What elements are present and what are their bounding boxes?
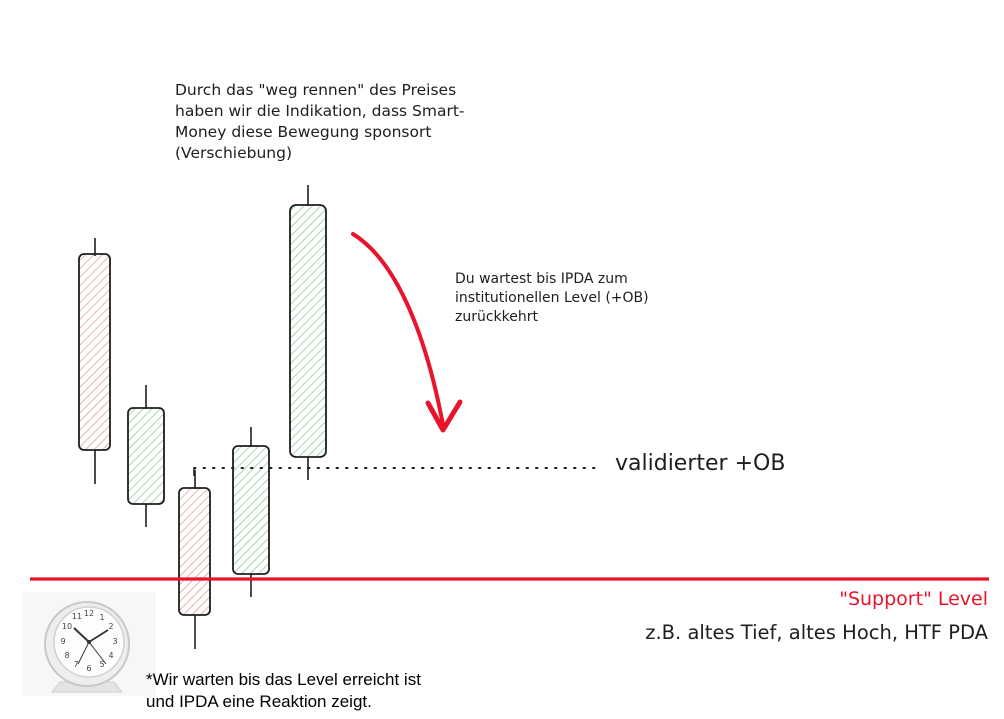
candle-2-bullish [127, 385, 165, 527]
curved-down-arrow-icon [351, 232, 463, 433]
displacement-note-line-4: (Verschiebung) [175, 144, 292, 162]
svg-text:9: 9 [60, 637, 65, 646]
svg-text:1: 1 [99, 613, 104, 622]
support-examples: z.B. altes Tief, altes Hoch, HTF PDA [645, 621, 988, 644]
svg-text:12: 12 [84, 609, 94, 618]
return-note-line-3: zurückkehrt [455, 309, 538, 325]
return-note-line-2: institutionellen Level (+OB) [455, 290, 649, 306]
svg-text:2: 2 [108, 622, 113, 631]
ob-label: validierter +OB [615, 451, 786, 476]
displacement-note-line-1: Durch das "weg rennen" des Preises [175, 81, 457, 99]
support-label: "Support" Level [839, 588, 988, 610]
footnote-line-2: und IPDA eine Reaktion zeigt. [146, 692, 372, 711]
candle-1-bearish [78, 238, 111, 484]
svg-text:6: 6 [86, 664, 91, 673]
svg-text:5: 5 [99, 660, 104, 669]
displacement-note-line-3: Money diese Bewegung sponsort [175, 123, 432, 141]
displacement-note-line-2: haben wir die Indikation, dass Smart- [175, 102, 465, 120]
return-note-line-1: Du wartest bis IPDA zum [455, 271, 628, 287]
return-note: Du wartest bis IPDA zum institutionellen… [455, 270, 755, 327]
candle-5-bullish-displacement [289, 185, 327, 480]
displacement-note: Durch das "weg rennen" des Preises haben… [175, 80, 535, 164]
candle-3-bearish [178, 470, 211, 649]
svg-text:4: 4 [108, 651, 113, 660]
svg-text:8: 8 [64, 651, 69, 660]
candle-4-bullish [232, 427, 270, 597]
svg-text:10: 10 [62, 622, 72, 631]
footnote: *Wir warten bis das Level erreicht ist u… [146, 669, 421, 713]
svg-text:7: 7 [73, 660, 78, 669]
svg-text:3: 3 [112, 637, 117, 646]
svg-text:11: 11 [72, 612, 82, 621]
footnote-line-1: *Wir warten bis das Level erreicht ist [146, 670, 421, 689]
